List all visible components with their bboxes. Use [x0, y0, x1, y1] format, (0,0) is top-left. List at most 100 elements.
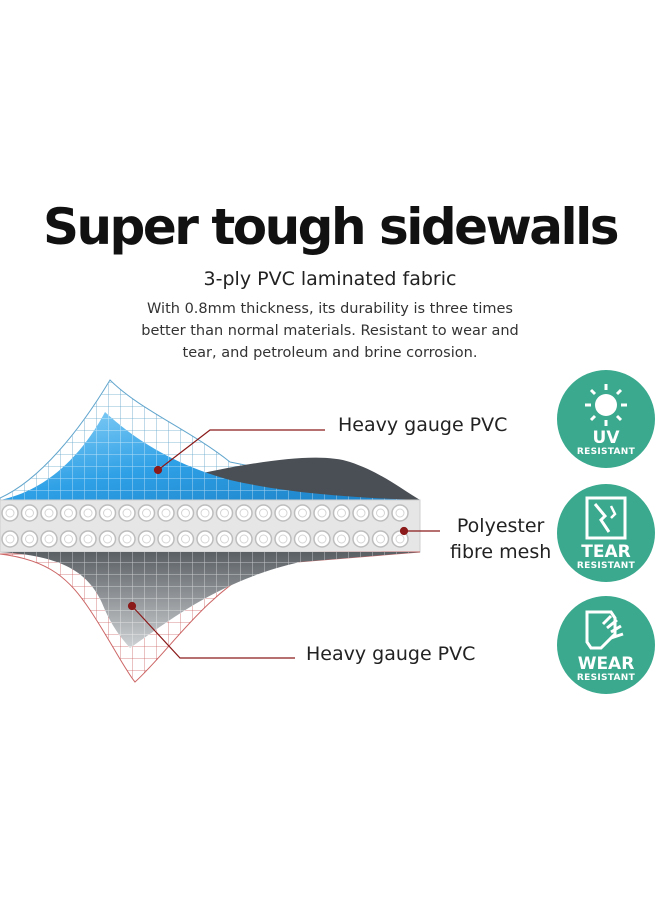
badge-title: TEAR: [581, 542, 631, 562]
top-blue-grid: [0, 412, 420, 500]
mesh-circle-inner: [259, 534, 268, 544]
mesh-circle: [118, 530, 136, 548]
mesh-circle-inner: [356, 534, 366, 544]
mesh-circle: [79, 504, 97, 522]
hand-icon: [585, 610, 624, 650]
description-line: tear, and petroleum and brine corrosion.: [182, 345, 478, 361]
mesh-circle: [157, 530, 175, 548]
mesh-circle: [137, 504, 156, 522]
mesh-circle-inner: [5, 534, 15, 544]
description-line: better than normal materials. Resistant …: [141, 323, 519, 339]
mesh-circle-inner: [220, 508, 229, 518]
mesh-circle-inner: [83, 508, 93, 518]
mesh-circle-inner: [337, 534, 346, 544]
mesh-circle-inner: [395, 508, 405, 518]
badge-uv: UV RESISTANT: [557, 370, 655, 468]
mesh-circle-inner: [142, 534, 151, 544]
mesh-circle: [20, 504, 39, 522]
mesh-circle-inner: [44, 508, 54, 518]
mesh-circle: [293, 530, 312, 548]
mesh-circle: [352, 530, 370, 548]
label-middle-line2: fibre mesh: [450, 541, 552, 563]
mesh-circle: [59, 530, 78, 548]
mesh-circle-inner: [64, 534, 73, 544]
mesh-circle-inner: [122, 534, 132, 544]
badge-subtitle: RESISTANT: [576, 673, 636, 683]
mesh-circle: [98, 530, 117, 548]
mesh-circle: [235, 504, 253, 522]
mesh-circle-inner: [103, 508, 112, 518]
mesh-circle-inner: [337, 508, 346, 518]
mesh-circle-inner: [44, 534, 54, 544]
mesh-circle: [157, 504, 175, 522]
mesh-circle: [40, 504, 58, 522]
mesh-circle: [137, 530, 156, 548]
mesh-circle: [332, 530, 351, 548]
mesh-circle: [274, 504, 292, 522]
mesh-circle-inner: [161, 508, 171, 518]
mesh-circle: [293, 504, 312, 522]
mesh-circle-inner: [298, 534, 307, 544]
mesh-circle: [40, 530, 58, 548]
mesh-circle-inner: [200, 508, 210, 518]
label-bottom-layer: Heavy gauge PVC: [306, 643, 476, 665]
label-middle-layer: Polyester fibre mesh: [450, 513, 551, 565]
mesh-circle-inner: [5, 508, 15, 518]
mesh-circle: [235, 530, 253, 548]
mesh-circle-inner: [83, 534, 93, 544]
mesh-circle-inner: [181, 508, 190, 518]
bottom-grey-grid: [0, 552, 420, 648]
mesh-circle: [98, 504, 117, 522]
label-middle-line1: Polyester: [456, 515, 545, 537]
page-title: Super tough sidewalls: [42, 198, 620, 256]
description-line: With 0.8mm thickness, its durability is …: [147, 301, 513, 317]
mesh-circle: [176, 530, 195, 548]
mesh-circle-inner: [395, 534, 405, 544]
mesh-circle: [79, 530, 97, 548]
mesh-circle-inner: [142, 508, 151, 518]
mesh-circle-inner: [376, 508, 385, 518]
mesh-circle: [20, 530, 39, 548]
mesh-circle: [1, 530, 19, 548]
mesh-circle-inner: [220, 534, 229, 544]
page-subtitle: 3-ply PVC laminated fabric: [203, 268, 457, 290]
badge-subtitle: RESISTANT: [576, 447, 636, 457]
mesh-circle-inner: [25, 508, 34, 518]
mesh-circle: [196, 504, 214, 522]
mesh-circle: [313, 504, 331, 522]
badge-wear: WEAR RESISTANT: [557, 596, 655, 694]
mesh-circle: [176, 504, 195, 522]
fabric-layers-diagram: [0, 379, 440, 683]
mesh-circles: [1, 504, 409, 548]
sun-icon: [585, 384, 627, 426]
mesh-circle: [59, 504, 78, 522]
leader-lines: [127, 429, 440, 659]
badge-title: WEAR: [577, 654, 635, 674]
badge-title: UV: [592, 428, 620, 448]
badge-subtitle: RESISTANT: [576, 561, 636, 571]
tear-icon: [585, 496, 627, 540]
mesh-circle-inner: [122, 508, 132, 518]
description: With 0.8mm thickness, its durability is …: [0, 298, 660, 364]
label-top-layer: Heavy gauge PVC: [338, 414, 508, 436]
mesh-circle-inner: [317, 534, 327, 544]
mesh-circle: [215, 530, 234, 548]
mesh-circle: [371, 504, 390, 522]
mesh-circle: [1, 504, 19, 522]
mesh-circle: [118, 504, 136, 522]
mesh-circle-inner: [200, 534, 210, 544]
mesh-circle: [313, 530, 331, 548]
mesh-circle: [274, 530, 292, 548]
mesh-circle: [254, 504, 273, 522]
mesh-circle: [391, 504, 409, 522]
mesh-circle-inner: [278, 508, 288, 518]
badge-tear: TEAR RESISTANT: [557, 484, 655, 582]
mesh-circle-inner: [161, 534, 171, 544]
mesh-circle: [332, 504, 351, 522]
mesh-circle-inner: [356, 508, 366, 518]
mesh-circle-inner: [239, 534, 249, 544]
mesh-circle: [196, 530, 214, 548]
mesh-circle-inner: [317, 508, 327, 518]
mesh-circle-inner: [64, 508, 73, 518]
mesh-circle-inner: [181, 534, 190, 544]
